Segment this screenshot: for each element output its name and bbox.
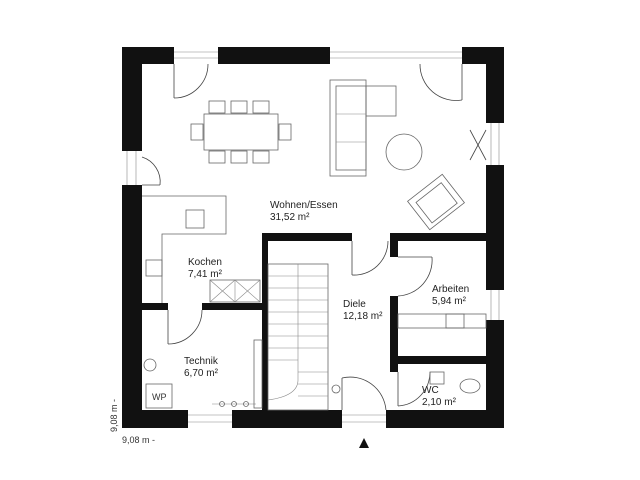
wall-right-lower [486,320,504,428]
wall-wc-top [390,356,486,364]
boiler [143,358,157,372]
wall-arbeiten-left-lower [390,296,398,360]
dining-table [203,113,279,151]
wall-bottom-right [386,410,504,428]
wall-arbeiten-left-upper [390,233,398,257]
wall-wc-left [390,356,398,372]
kitchen-counter [142,195,227,303]
room-name-arbeiten: Arbeiten [432,284,469,295]
doors [141,63,487,411]
entrance-arrow-icon [359,438,369,448]
room-name-diele: Diele [343,299,366,310]
wall-bottom-mid [232,410,342,428]
furniture [142,79,487,411]
wall-technik-top-left [142,303,168,310]
wall-right-mid [486,165,504,290]
room-name-wc: WC [422,385,439,396]
armchair [407,173,465,231]
wall-right-upper [486,47,504,123]
wall-technik-right [262,303,268,410]
room-name-kochen: Kochen [188,257,222,268]
wall-top-mid [218,47,330,64]
wall-left-lower [122,185,142,428]
dimension-vertical: 9,08 m - [109,399,119,432]
wall-bottom-left [122,410,188,428]
appliance-label: WP [152,392,167,402]
wall-kochen-diele [262,233,268,303]
sofa [329,79,367,177]
room-area-technik: 6,70 m² [184,368,219,379]
exterior-walls [122,47,504,428]
wall-left-upper [122,47,142,151]
windows [126,51,500,423]
wall-diele-top [262,233,352,241]
coffee-table [385,133,423,171]
dimension-horizontal: 9,08 m - [122,435,155,445]
staircase [267,263,329,411]
room-area-diele: 12,18 m² [343,311,383,322]
interior-walls [142,233,486,410]
wc-toilet [459,378,481,394]
room-area-wc: 2,10 m² [422,397,457,408]
wall-arbeiten-top [390,233,486,241]
room-labels: Wohnen/Essen 31,52 m² Kochen 7,41 m² Arb… [152,200,469,408]
heat-pump [145,383,173,409]
wall-technik-top-right [202,303,268,310]
room-name-technik: Technik [184,356,219,367]
room-name-wohnen: Wohnen/Essen [270,200,338,211]
desk [397,313,487,329]
room-area-wohnen: 31,52 m² [270,212,310,223]
room-area-kochen: 7,41 m² [188,269,223,280]
wc-sink [429,371,445,385]
room-area-arbeiten: 5,94 m² [432,296,467,307]
